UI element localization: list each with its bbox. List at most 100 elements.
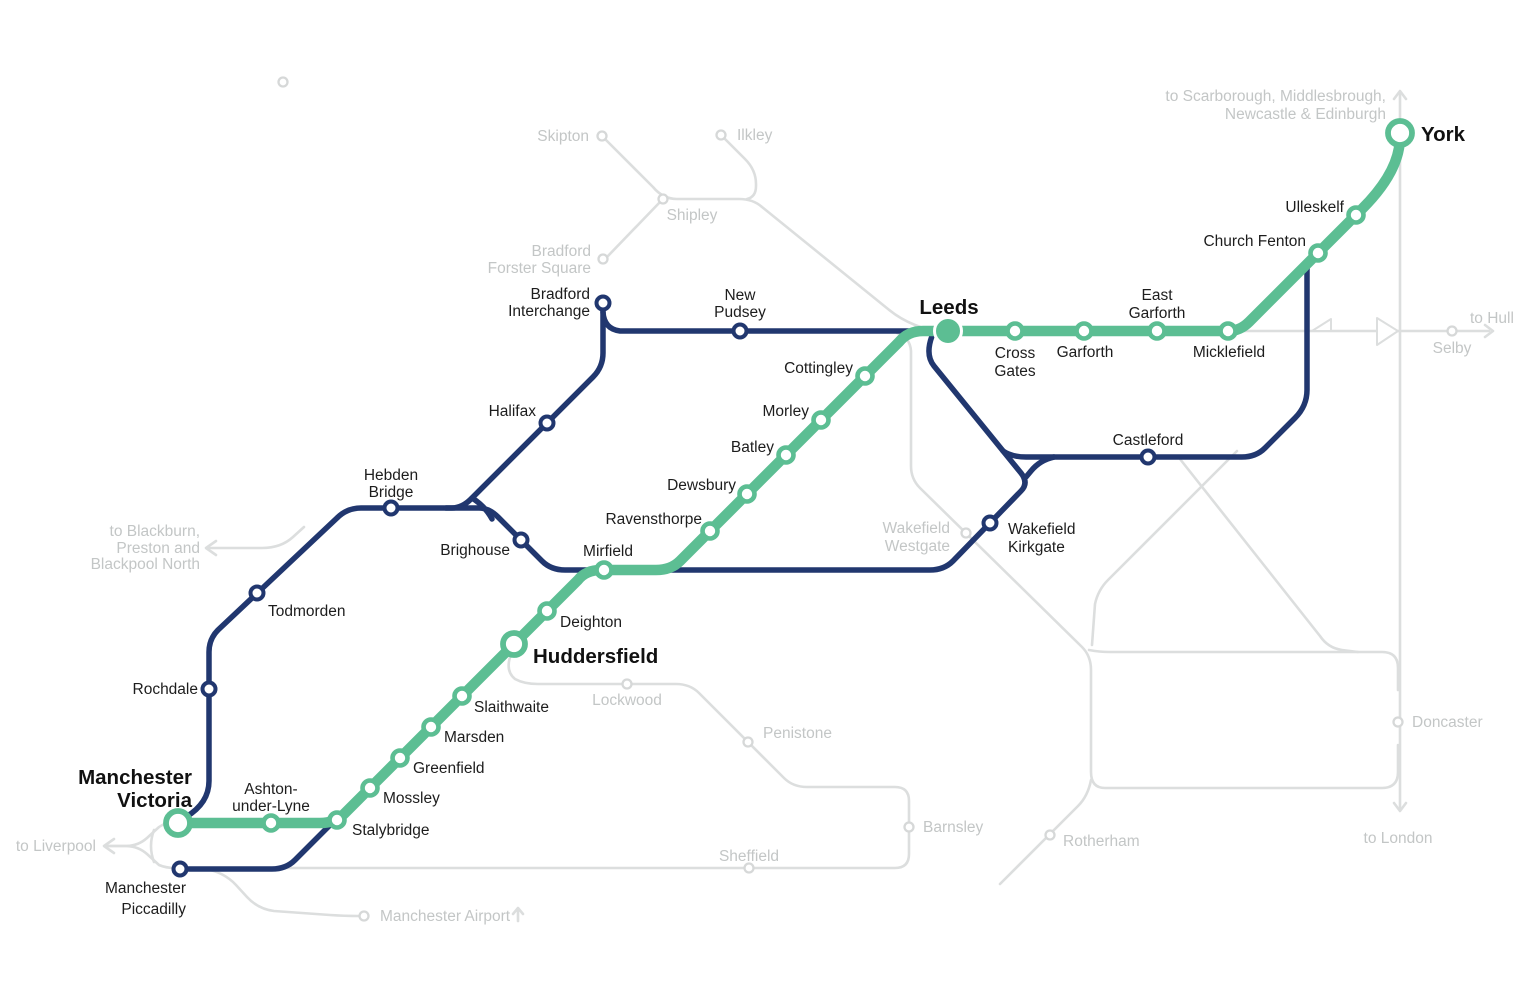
station-label-church-fenton: Church Fenton <box>1203 233 1306 250</box>
station-marker-rotherham <box>1044 829 1056 841</box>
station-marker-york <box>1385 118 1415 148</box>
arrow-airport-up-icon <box>511 906 525 923</box>
station-marker-wakefield-kirkgate <box>981 514 999 532</box>
station-label-ashton: Ashton- <box>244 781 297 798</box>
station-marker-slaithwaite <box>452 686 472 706</box>
station-label-doncaster: Doncaster <box>1412 714 1483 731</box>
station-label-penistone: Penistone <box>763 725 832 742</box>
station-label-east-garforth-2: Garforth <box>1129 305 1186 322</box>
station-label-manchester-airport: Manchester Airport <box>380 908 511 925</box>
station-label-micklefield: Micklefield <box>1193 344 1265 361</box>
line-penistone-sheffield <box>236 650 911 870</box>
station-label-new-pudsey: New <box>724 287 756 304</box>
station-marker-lockwood <box>621 678 633 690</box>
line-manchester-piccadilly <box>177 823 332 872</box>
station-label-cross-gates: Cross <box>995 345 1036 362</box>
line-new-pudsey <box>600 309 933 334</box>
station-label-bradford-interchange: Bradford <box>531 286 590 303</box>
station-label-slaithwaite: Slaithwaite <box>474 699 549 716</box>
station-label-wakefield-kirkgate: Wakefield <box>1008 521 1075 538</box>
station-marker-huddersfield <box>500 630 528 658</box>
arrow-liverpool-icon <box>102 837 116 855</box>
station-label-huddersfield: Huddersfield <box>533 645 658 668</box>
station-marker-deighton <box>537 601 557 621</box>
station-label-ashton-2: under-Lyne <box>232 798 310 815</box>
station-marker-hebden-bridge <box>382 499 400 517</box>
station-label-manchester-victoria-2: Victoria <box>117 789 192 812</box>
station-marker-new-pudsey <box>731 322 749 340</box>
station-marker-wakefield-westgate <box>960 527 972 539</box>
line-manchester-airport <box>203 867 360 918</box>
station-marker-sheffield <box>743 862 755 874</box>
station-marker-doncaster <box>1392 716 1404 728</box>
station-label-greenfield: Greenfield <box>413 760 485 777</box>
station-label-cottingley: Cottingley <box>784 360 853 377</box>
station-label-ravensthorpe: Ravensthorpe <box>605 511 702 528</box>
station-label-rotherham: Rotherham <box>1063 833 1140 850</box>
station-label-wakefield-westgate-2: Westgate <box>885 538 950 555</box>
station-marker-manchester-airport <box>358 910 370 922</box>
station-label-castleford: Castleford <box>1113 432 1184 449</box>
line-bradford-forster-square-branch <box>605 199 663 259</box>
station-marker-todmorden <box>248 584 266 602</box>
station-label-mirfield: Mirfield <box>583 543 633 560</box>
station-marker-mirfield <box>594 560 614 580</box>
station-label-marsden: Marsden <box>444 729 504 746</box>
station-marker-dewsbury <box>737 484 757 504</box>
station-marker-bradford-forster-square <box>597 253 609 265</box>
station-marker-halifax <box>538 414 556 432</box>
gray-stations <box>277 76 1458 922</box>
green-stations <box>163 118 1415 838</box>
station-label-barnsley: Barnsley <box>923 819 984 836</box>
station-label-hebden-bridge-2: Bridge <box>369 484 414 501</box>
line-brighouse-wakefield-leeds <box>443 333 1028 573</box>
destination-label-hull: to Hull <box>1470 310 1514 327</box>
station-label-batley: Batley <box>731 439 774 456</box>
station-label-selby: Selby <box>1433 340 1472 357</box>
line-castleford-southeast <box>1178 457 1360 654</box>
station-marker-garforth <box>1074 321 1094 341</box>
station-label-wakefield-kirkgate-2: Kirkgate <box>1008 539 1065 556</box>
station-label-shipley: Shipley <box>667 207 718 224</box>
line-wakefield-westgate <box>895 331 1400 790</box>
station-marker-skipton <box>596 130 608 142</box>
station-marker-unlabeled <box>277 76 289 88</box>
junction-triangle-west <box>1311 318 1332 332</box>
destination-label-blackburn-3: Blackpool North <box>91 556 200 573</box>
destination-label-blackburn-2: Preston and <box>116 540 200 557</box>
junction-triangle-selby <box>1376 317 1399 346</box>
station-label-todmorden: Todmorden <box>268 603 346 620</box>
navy-network <box>177 251 1317 872</box>
station-marker-ulleskelf <box>1346 205 1366 225</box>
destination-label-blackburn: to Blackburn, <box>110 523 200 540</box>
station-label-leeds: Leeds <box>919 296 978 319</box>
destination-label-london: to London <box>1364 830 1433 847</box>
station-marker-morley <box>811 410 831 430</box>
destination-label-scarborough: to Scarborough, Middlesbrough, <box>1165 88 1386 105</box>
station-marker-ilkley <box>715 129 727 141</box>
station-label-new-pudsey-2: Pudsey <box>714 304 766 321</box>
line-castleford-southwest <box>1090 449 1239 647</box>
station-marker-stalybridge <box>327 810 347 830</box>
arrow-london-icon <box>1392 801 1408 813</box>
station-marker-mossley <box>360 778 380 798</box>
station-marker-castleford <box>1139 448 1157 466</box>
station-marker-micklefield <box>1218 321 1238 341</box>
line-liverpool-wye-lower <box>104 844 177 870</box>
station-marker-marsden <box>421 717 441 737</box>
station-marker-selby <box>1446 325 1458 337</box>
station-label-manchester-piccadilly: Manchester <box>105 880 186 897</box>
station-label-bradford-forster-square: Bradford <box>532 243 591 260</box>
arrow-north-icon <box>1392 89 1408 101</box>
station-marker-cottingley <box>855 366 875 386</box>
station-marker-bradford-interchange <box>594 294 612 312</box>
station-label-lockwood: Lockwood <box>592 692 662 709</box>
station-marker-manchester-victoria <box>163 808 193 838</box>
station-label-halifax: Halifax <box>489 403 537 420</box>
station-label-york: York <box>1421 123 1466 146</box>
destination-label-scarborough-2: Newcastle & Edinburgh <box>1225 106 1386 123</box>
navy-stations <box>171 294 1157 878</box>
station-label-mossley: Mossley <box>383 790 440 807</box>
